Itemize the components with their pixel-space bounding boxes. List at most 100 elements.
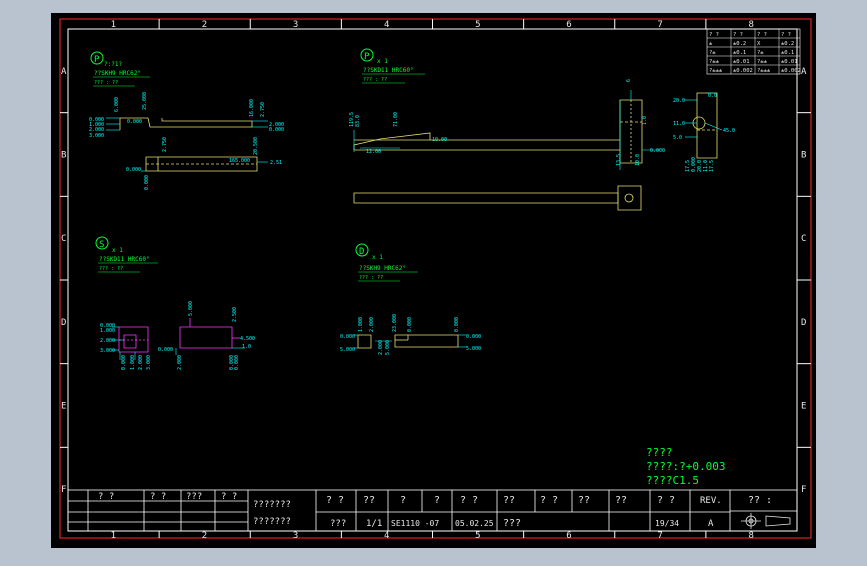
part-d-qty: ??? : ??: [359, 275, 383, 281]
part-p1-material: ??SKH9 HRC62°: [94, 70, 141, 77]
dim-p2-side-6: 0.000: [691, 157, 697, 172]
tolerance-table-cell: ? ?: [709, 32, 719, 38]
dim-s-5: 1.000: [130, 355, 136, 370]
page-number: 19/34: [655, 519, 679, 528]
zone-number: 3: [293, 20, 298, 30]
dim-p2-side-2: 5.0: [673, 135, 682, 141]
title-block: [67, 489, 798, 532]
part-s-circle: [95, 236, 109, 250]
zone-letter: A: [61, 67, 67, 77]
dim-d-2: 1.000: [358, 317, 364, 332]
dim-s-8: 0.000: [158, 347, 173, 353]
part-p2-qty: ??? : ??: [363, 77, 387, 83]
tolerance-table-frame: [706, 28, 801, 75]
dim-p2-9: 1.0: [642, 116, 648, 125]
dim-p1-9: 2.000: [269, 122, 284, 128]
tolerance-table-cell: ±0.1: [733, 50, 746, 56]
dim-d-5: 0.000: [407, 317, 413, 332]
zone-letter: C: [801, 234, 806, 244]
part-p1-ratio: ?:?1?: [104, 61, 122, 68]
part-s-material: ??SKD11 HRC60°: [99, 256, 150, 263]
zone-letter: B: [61, 151, 66, 161]
part-p1-dimensions: 0.000 1.000 2.000 3.000 0.000 6.000 25.0…: [89, 92, 284, 190]
header-9: ? ?: [657, 495, 675, 506]
tolerance-table-cell: ? ?: [781, 32, 791, 38]
designer-label: ???????: [253, 500, 291, 510]
part-s-ratio: x 1: [112, 247, 123, 254]
drawing-sheet[interactable]: [51, 13, 816, 548]
dim-s-0: 0.000: [100, 323, 115, 329]
zone-number: 6: [566, 20, 571, 30]
dim-s-14: 0.000: [229, 355, 235, 370]
dim-p2-side-8: 11.0: [703, 160, 709, 172]
tolerance-table-cell: ? ?: [733, 32, 743, 38]
dim-s-4: 0.000: [121, 355, 127, 370]
dim-p1-5: 6.000: [114, 97, 120, 112]
tolerance-table-cell: ±0.2: [781, 41, 794, 47]
part-d-label: D x 1 ??SKH9 HRC62° ??? : ??: [355, 243, 418, 282]
dim-p2-7: 10.0: [635, 154, 641, 166]
dim-p2-side-0: 20.0: [673, 98, 685, 104]
zone-number: 4: [384, 531, 389, 541]
dim-p1-4: 0.000: [127, 119, 142, 125]
dim-p2-1: 83.0: [355, 115, 361, 127]
corner-label: ?? :: [748, 495, 772, 506]
rev-header-1: ? ?: [150, 492, 166, 502]
drawing-number: SE1110 -07: [391, 519, 439, 528]
dim-p1-10: 0.000: [269, 127, 284, 133]
zone-number: 8: [748, 531, 753, 541]
dim-p2-5: 13.5: [616, 154, 622, 166]
dim-d-0: 0.000: [340, 334, 355, 340]
dim-p2-side-9: 17.5: [709, 160, 715, 172]
zone-number: 7: [657, 531, 662, 541]
dim-d-7: 5.000: [385, 340, 391, 355]
part-p1-circle: [90, 51, 104, 65]
rev-label: REV.: [700, 496, 722, 506]
part-d-circle: [355, 243, 369, 257]
part-s-dimensions: 0.000 1.000 2.000 3.000 0.000 1.000 2.00…: [100, 301, 255, 370]
part-p2-ratio: x 1: [377, 58, 388, 65]
drawing-name: ???: [503, 518, 521, 529]
checker-label: ???????: [253, 517, 291, 527]
zone-number: 4: [384, 20, 389, 30]
zone-letter: B: [801, 151, 806, 161]
dim-s-10: 5.000: [188, 301, 194, 316]
zone-letter: D: [61, 318, 66, 328]
part-d-material: ??SKH9 HRC62°: [359, 265, 406, 272]
dim-d-10: 5.000: [466, 346, 481, 352]
tolerance-table-cell: ?±±±: [709, 68, 723, 74]
part-d-ratio: x 1: [372, 254, 383, 261]
dim-p2-2: 71.00: [393, 112, 399, 127]
sheet-fraction: 1/1: [366, 519, 382, 529]
tolerance-table-cell: ?±±: [709, 59, 720, 65]
dim-p1-7: 16.000: [249, 99, 255, 117]
dim-d-8: 0.000: [454, 317, 460, 332]
tolerance-table-cell: ±0.01: [781, 59, 798, 65]
qty-label: ???: [330, 519, 346, 529]
zone-letter: E: [61, 402, 66, 412]
tolerance-table-cell: ?±±: [757, 59, 768, 65]
dim-s-6: 2.000: [138, 355, 144, 370]
dim-s-1: 1.000: [100, 328, 115, 334]
tolerance-table-cell: ?±±±: [757, 68, 771, 74]
part-p1-letter: P: [94, 55, 100, 65]
part-p2-circle: [360, 48, 374, 62]
note-line-1: ????: [646, 446, 673, 459]
dim-d-9: 0.000: [466, 334, 481, 340]
header-5: ??: [503, 495, 515, 506]
zone-number: 3: [293, 531, 298, 541]
part-d-dimensions: 0.000 5.000 1.000 2.000 23.000 0.000 2.0…: [340, 314, 481, 355]
dim-d-4: 23.000: [392, 314, 398, 332]
dim-d-6: 2.000: [378, 340, 384, 355]
note-line-3: ????C1.5: [646, 474, 699, 487]
tolerance-table-cell: ?±: [757, 50, 764, 56]
dim-p1-11: 2.51: [270, 160, 282, 166]
part-d-dimension-lines: [354, 334, 466, 349]
part-s-label: S x 1 ??SKD11 HRC60° ??? : ??: [95, 236, 158, 273]
dim-p2-4: 12.00: [366, 149, 381, 155]
part-p2-dimension-lines: [353, 90, 723, 170]
part-p2-dimensions: 119.5 83.0 71.00 10.00 12.00 13.5 6 10.0…: [349, 79, 735, 172]
